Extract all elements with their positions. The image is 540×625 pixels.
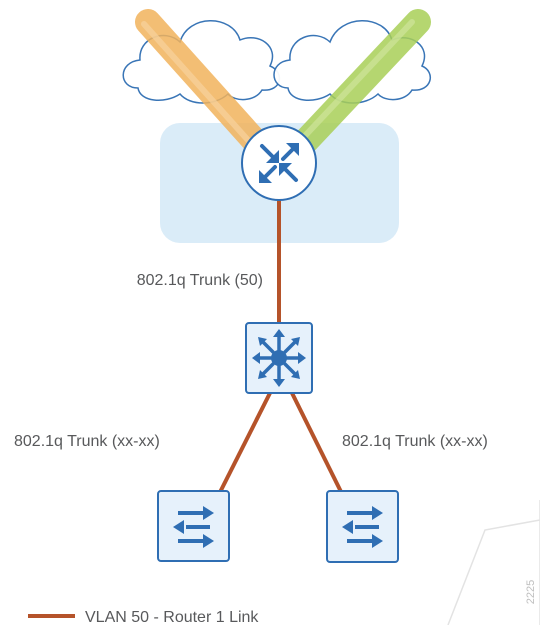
access-switch-left-icon[interactable] [157,490,230,562]
legend: VLAN 50 - Router 1 Link [28,609,259,625]
corner-watermark [447,500,540,625]
figure-id: 2225 [525,580,537,604]
tunnel-orange-highlight [141,21,267,161]
trunk-right-label: 802.1q Trunk (xx-xx) [342,433,488,450]
router-icon[interactable] [241,125,317,201]
trunk-left-label: 802.1q Trunk (xx-xx) [14,433,160,450]
access-switch-right-icon[interactable] [326,490,399,563]
tunnel-green-highlight [283,19,415,159]
tunnel-orange [135,9,283,171]
legend-vlan-link-label: VLAN 50 - Router 1 Link [85,609,259,625]
layer3-switch-icon[interactable] [245,322,313,394]
trunk-router-label: 802.1q Trunk (50) [137,272,263,289]
tunnel-green [277,9,431,171]
